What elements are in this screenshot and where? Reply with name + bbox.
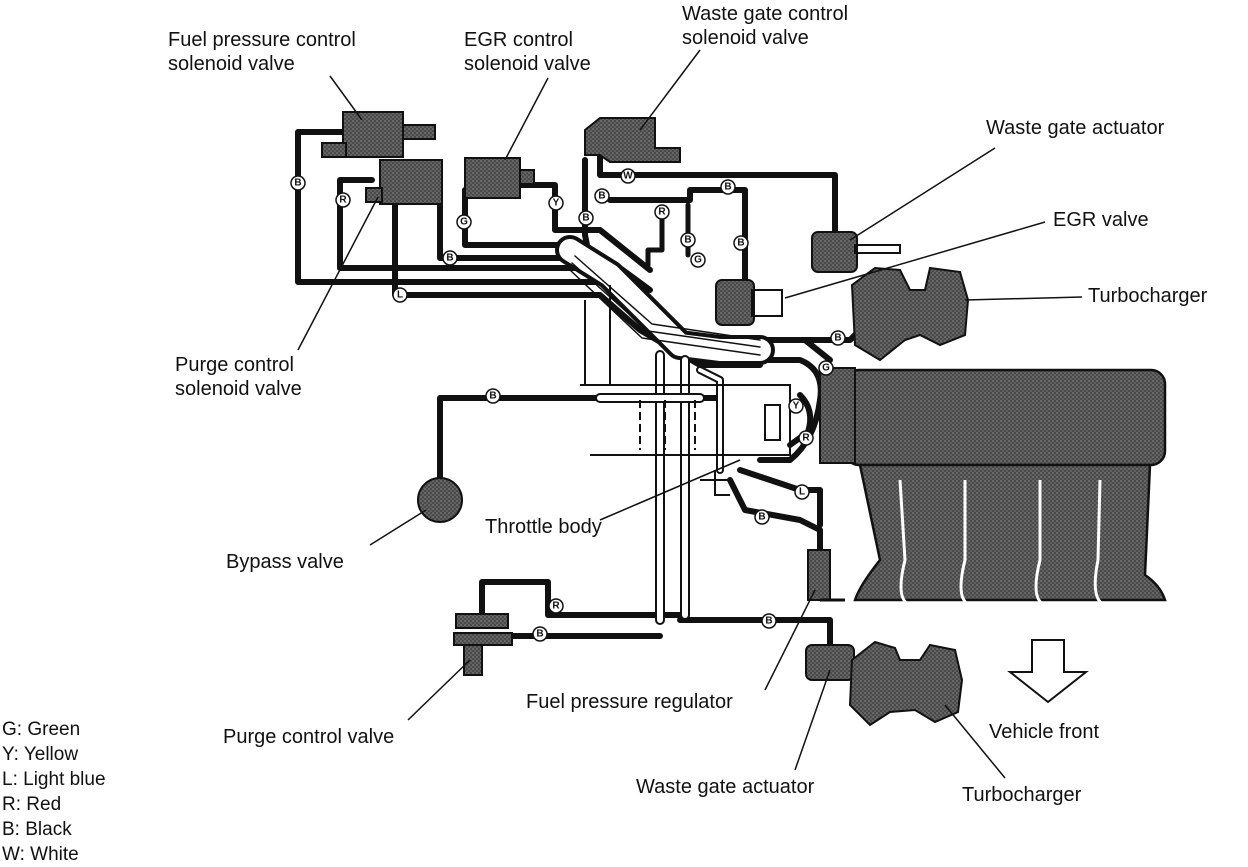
label-purge-control-valve: Purge control valve (223, 726, 395, 748)
turbocharger-top (850, 266, 970, 362)
badge-g: G (822, 363, 830, 374)
label-line: solenoid valve (464, 53, 591, 75)
label-waste-gate-actuator-bottom: Waste gate actuator (636, 776, 815, 798)
legend-color: Green (27, 719, 81, 740)
label-line: solenoid valve (175, 378, 302, 400)
badge-r: R (552, 601, 560, 612)
legend-item: W: White (2, 842, 106, 867)
legend-item: G: Green (2, 717, 106, 742)
badge-l: L (799, 487, 805, 498)
hose-purge-valve-r (479, 579, 683, 628)
legend-code: G: (2, 719, 23, 740)
fuel-pressure-regulator (807, 549, 845, 602)
legend-color: Light blue (23, 769, 106, 790)
legend-color: Yellow (23, 744, 79, 765)
label-waste-gate-control-solenoid: Waste gate control solenoid valve (682, 2, 848, 50)
legend-item: L: Light blue (2, 767, 106, 792)
label-turbocharger-bottom: Turbocharger (962, 784, 1082, 806)
hose-egr-y (517, 182, 653, 273)
badge-y: Y (793, 401, 800, 412)
color-legend: G: Green Y: Yellow L: Light blue R: Red … (2, 717, 106, 867)
badge-b: B (446, 253, 453, 264)
badge-y: Y (553, 198, 560, 209)
hose-lower-wastegate (677, 617, 833, 653)
legend-item: R: Red (2, 792, 106, 817)
label-bypass-valve: Bypass valve (226, 551, 344, 573)
badge-l: L (397, 290, 403, 301)
purge-control-valve (453, 613, 513, 676)
badge-b: B (598, 191, 605, 202)
intake-manifold (819, 367, 1167, 607)
label-egr-valve: EGR valve (1053, 209, 1149, 231)
badge-b: B (737, 238, 744, 249)
legend-code: R: (2, 794, 21, 815)
hose-purge-l (392, 162, 763, 368)
waste-gate-actuator-bottom (805, 644, 855, 681)
hose-wastegate-w (597, 152, 838, 238)
legend-color: Black (25, 819, 72, 840)
label-line: Fuel pressure control (168, 29, 356, 51)
legend-code: W: (2, 844, 25, 865)
badge-g: G (694, 255, 702, 266)
label-line: Purge control (175, 354, 294, 376)
label-line: solenoid valve (682, 27, 809, 49)
legend-code: B: (2, 819, 20, 840)
legend-code: Y: (2, 744, 19, 765)
label-throttle-body: Throttle body (485, 516, 602, 538)
purge-control-solenoid-valve (365, 159, 443, 205)
badge-w: W (623, 171, 633, 182)
label-egr-control-solenoid: EGR control solenoid valve (464, 28, 591, 76)
badge-b: B (536, 629, 543, 640)
hose-r-top (645, 207, 665, 268)
label-vehicle-front: Vehicle front (989, 721, 1100, 743)
label-turbocharger-top: Turbocharger (1088, 285, 1208, 307)
turbocharger-bottom (848, 640, 964, 727)
label-fuel-pressure-regulator: Fuel pressure regulator (526, 691, 733, 713)
badge-b: B (758, 512, 765, 523)
badge-r: R (339, 195, 347, 206)
badge-r: R (658, 207, 666, 218)
hose-wastegate-b (607, 187, 748, 293)
vehicle-front-arrow (1007, 639, 1089, 704)
badge-b: B (834, 333, 841, 344)
label-line: EGR control (464, 29, 573, 51)
throttle-body (580, 384, 791, 456)
legend-item: Y: Yellow (2, 742, 106, 767)
label-fuel-pressure-control-solenoid: Fuel pressure control solenoid valve (168, 28, 356, 76)
badge-b: B (489, 391, 496, 402)
egr-control-solenoid-valve (464, 157, 535, 199)
badge-r: R (802, 433, 810, 444)
label-line: solenoid valve (168, 53, 295, 75)
waste-gate-control-solenoid-valve (584, 117, 681, 163)
legend-color: Red (26, 794, 62, 815)
badge-b: B (684, 235, 691, 246)
badge-b: B (724, 182, 731, 193)
hose-fpr-l (737, 467, 823, 528)
legend-color: White (30, 844, 79, 865)
label-line: Waste gate control (682, 3, 849, 25)
hose-bypass (437, 395, 723, 493)
hose-fpr-b (727, 477, 823, 553)
badge-b: B (765, 616, 772, 627)
label-waste-gate-actuator-top: Waste gate actuator (986, 117, 1165, 139)
badge-b: B (582, 213, 589, 224)
bypass-valve (417, 477, 463, 523)
waste-gate-actuator-top (811, 231, 901, 273)
legend-item: B: Black (2, 817, 106, 842)
fuel-pressure-control-solenoid-valve (321, 111, 436, 158)
label-purge-control-solenoid: Purge control solenoid valve (175, 353, 302, 401)
badge-b: B (294, 178, 301, 189)
badge-g: G (460, 217, 468, 228)
legend-code: L: (2, 769, 18, 790)
egr-valve (715, 279, 783, 326)
